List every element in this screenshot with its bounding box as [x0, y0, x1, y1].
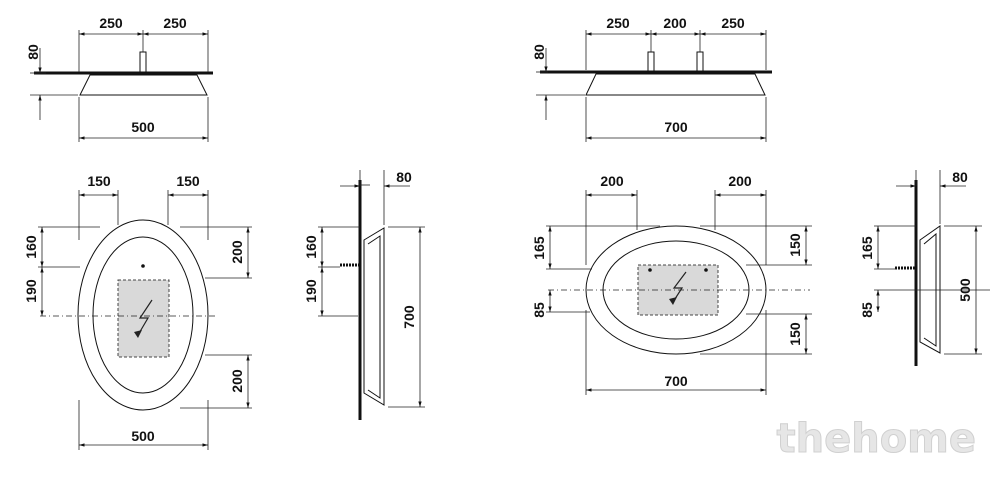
- dim-right-front-top-right: 200: [728, 173, 752, 189]
- dim-left-side-h-top: 160: [303, 235, 319, 259]
- watermark-text: thehome: [777, 416, 977, 462]
- left-front-view: 150 150 500 160 190 200 200: [23, 173, 252, 450]
- dim-right-front-r-bot: 150: [787, 322, 803, 346]
- dim-left-side-h-mid: 190: [303, 279, 319, 303]
- dim-right-top-total: 700: [664, 119, 688, 135]
- dim-right-top-w3: 250: [721, 15, 745, 31]
- dim-right-top-w2: 200: [663, 15, 687, 31]
- left-top-view: 250 250 500 80: [25, 15, 213, 142]
- dim-left-front-top-left: 150: [87, 173, 111, 189]
- dim-right-side-height: 500: [957, 278, 973, 302]
- dim-right-front-total: 700: [664, 373, 688, 389]
- right-top-view: 250 200 250 700 80: [531, 15, 772, 142]
- dim-left-top-h: 80: [25, 44, 41, 60]
- dim-right-front-top-left: 200: [600, 173, 624, 189]
- dim-right-side-h-top: 165: [859, 236, 875, 260]
- left-side-view: 80 160 190 700: [303, 169, 425, 420]
- dim-left-top-total: 500: [131, 119, 155, 135]
- dim-right-top-w1: 250: [606, 15, 630, 31]
- dim-right-front-h-top: 165: [531, 236, 547, 260]
- dim-left-front-r-top: 200: [229, 240, 245, 264]
- dim-left-side-depth: 80: [396, 169, 412, 185]
- dim-right-side-h-bot: 85: [859, 302, 875, 318]
- right-front-view: 200 200 700 165 85 150 150: [531, 173, 812, 395]
- dim-left-front-r-bot: 200: [229, 369, 245, 393]
- dim-left-top-w2: 250: [163, 15, 187, 31]
- dim-left-side-height: 700: [401, 305, 417, 329]
- dim-right-top-h: 80: [531, 44, 547, 60]
- dim-left-top-w1: 250: [99, 15, 123, 31]
- dim-right-side-depth: 80: [952, 169, 968, 185]
- dim-right-front-h-bot: 85: [531, 302, 547, 318]
- dim-left-front-h-top: 160: [23, 235, 39, 259]
- right-side-view: 80 165 85 500: [859, 169, 990, 366]
- dim-left-front-h-mid: 190: [23, 279, 39, 303]
- dim-left-front-top-right: 150: [176, 173, 200, 189]
- dim-left-front-total: 500: [131, 428, 155, 444]
- dim-right-front-r-top: 150: [787, 233, 803, 257]
